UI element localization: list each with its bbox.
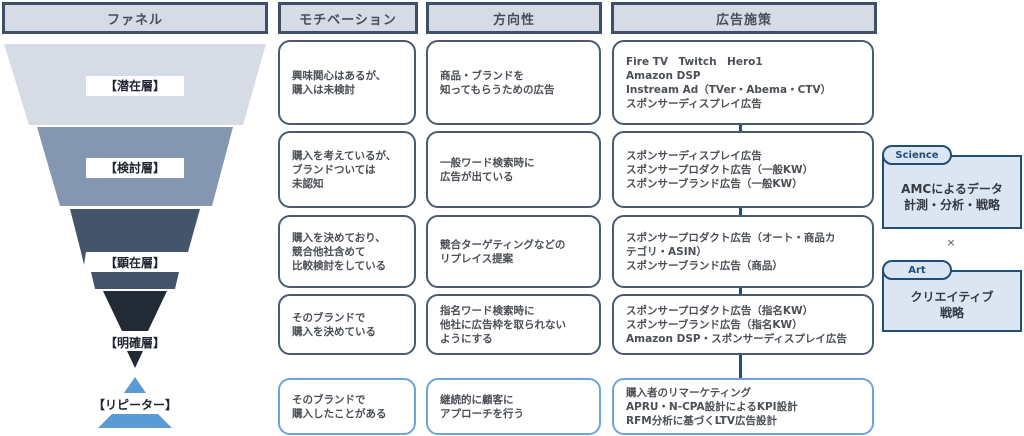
funnel-layer-manifest-top — [70, 209, 200, 265]
direction-text: 商品・ブランドを 知ってもらうための広告 — [440, 69, 555, 96]
funnel-label-manifest: 【顕在層】 — [104, 256, 165, 270]
funnel-layer-manifest-bottom — [91, 272, 179, 289]
direction-text: 継続的に顧客に アプローチを行う — [440, 393, 524, 420]
motivation-text: そのブランドで 購入を決めている — [292, 311, 376, 338]
header-funnel-label: ファネル — [106, 12, 163, 28]
science-box: AMCによるデータ 計測・分析・戦略 — [882, 155, 1022, 229]
connector-line — [739, 354, 742, 379]
ads-text: スポンサーディスプレイ広告 スポンサープロダクト広告（一般KW） スポンサーブラ… — [626, 149, 814, 190]
header-ads: 広告施策 — [611, 2, 877, 34]
direction-card-consideration: 一般ワード検索時に 広告が出ている — [426, 131, 601, 208]
motivation-text: 興味関心はあるが、 購入は未検討 — [292, 69, 387, 96]
funnel-shapes — [4, 44, 266, 428]
ads-text: Fire TV Twitch Hero1 Amazon DSP Instream… — [626, 55, 832, 110]
funnel-label-consideration: 【検討層】 — [86, 158, 184, 178]
motivation-text: 購入を決めており、 競合他社含めて 比較検討をしている — [292, 231, 387, 272]
ads-card-latent: Fire TV Twitch Hero1 Amazon DSP Instream… — [612, 40, 874, 125]
funnel-label-clear: 【明確層】 — [104, 336, 165, 350]
funnel-layer-clear-tip — [127, 351, 143, 368]
funnel-diagram — [0, 0, 270, 436]
header-ads-label: 広告施策 — [715, 12, 772, 28]
ads-card-clear: スポンサープロダクト広告（指名KW） スポンサーブランド広告（指名KW） Ama… — [612, 294, 874, 355]
science-tab: Science — [882, 145, 952, 165]
direction-card-manifest: 競合ターゲティングなどの リプレイス提案 — [426, 215, 601, 288]
repeater-triangle-top — [124, 377, 146, 393]
header-direction: 方向性 — [426, 2, 602, 34]
direction-card-latent: 商品・ブランドを 知ってもらうための広告 — [426, 40, 601, 125]
direction-card-clear: 指名ワード検索時に 他社に広告枠を取られない ようにする — [426, 294, 601, 355]
header-motivation: モチベーション — [278, 2, 418, 34]
direction-card-repeater: 継続的に顧客に アプローチを行う — [426, 378, 601, 435]
art-tab: Art — [882, 260, 952, 280]
funnel-layer-clear — [103, 291, 167, 331]
ads-text: スポンサープロダクト広告（指名KW） スポンサーブランド広告（指名KW） Ama… — [626, 304, 847, 345]
times-symbol: × — [946, 236, 956, 249]
ads-card-manifest: スポンサープロダクト広告（オート・商品カ テゴリ・ASIN） スポンサーブランド… — [612, 215, 874, 288]
direction-text: 一般ワード検索時に 広告が出ている — [440, 156, 535, 183]
ads-text: スポンサープロダクト広告（オート・商品カ テゴリ・ASIN） スポンサーブランド… — [626, 231, 836, 272]
motivation-card-consideration: 購入を考えているが、 ブランドついては 未認知 — [278, 131, 416, 208]
science-box-text: AMCによるデータ 計測・分析・戦略 — [901, 182, 1003, 212]
ads-card-consideration: スポンサーディスプレイ広告 スポンサープロダクト広告（一般KW） スポンサーブラ… — [612, 131, 874, 208]
connector-line — [739, 207, 742, 215]
art-tab-label: Art — [908, 264, 926, 276]
motivation-text: そのブランドで 購入したことがある — [292, 393, 387, 420]
header-direction-label: 方向性 — [492, 12, 535, 28]
motivation-card-manifest: 購入を決めており、 競合他社含めて 比較検討をしている — [278, 215, 416, 288]
motivation-card-clear: そのブランドで 購入を決めている — [278, 294, 416, 355]
funnel-label-repeater: 【リピーター】 — [92, 398, 177, 412]
direction-text: 指名ワード検索時に 他社に広告枠を取られない ようにする — [440, 304, 566, 345]
funnel-label-latent: 【潜在層】 — [86, 76, 184, 96]
connector-line — [739, 124, 742, 132]
ads-card-repeater: 購入者のリマーケティング APRU・N-CPA設計によるKPI設計 RFM分析に… — [612, 378, 874, 435]
header-motivation-label: モチベーション — [299, 12, 397, 28]
ads-text: 購入者のリマーケティング APRU・N-CPA設計によるKPI設計 RFM分析に… — [626, 386, 798, 427]
header-funnel: ファネル — [2, 2, 268, 34]
motivation-card-latent: 興味関心はあるが、 購入は未検討 — [278, 40, 416, 125]
repeater-triangle-base — [98, 414, 172, 428]
connector-line — [739, 287, 742, 295]
motivation-text: 購入を考えているが、 ブランドついては 未認知 — [292, 149, 397, 190]
motivation-card-repeater: そのブランドで 購入したことがある — [278, 378, 416, 435]
art-box-text: クリエイティブ 戦略 — [910, 290, 994, 320]
direction-text: 競合ターゲティングなどの リプレイス提案 — [440, 238, 566, 265]
art-box: クリエイティブ 戦略 — [882, 270, 1022, 332]
science-tab-label: Science — [895, 149, 939, 161]
